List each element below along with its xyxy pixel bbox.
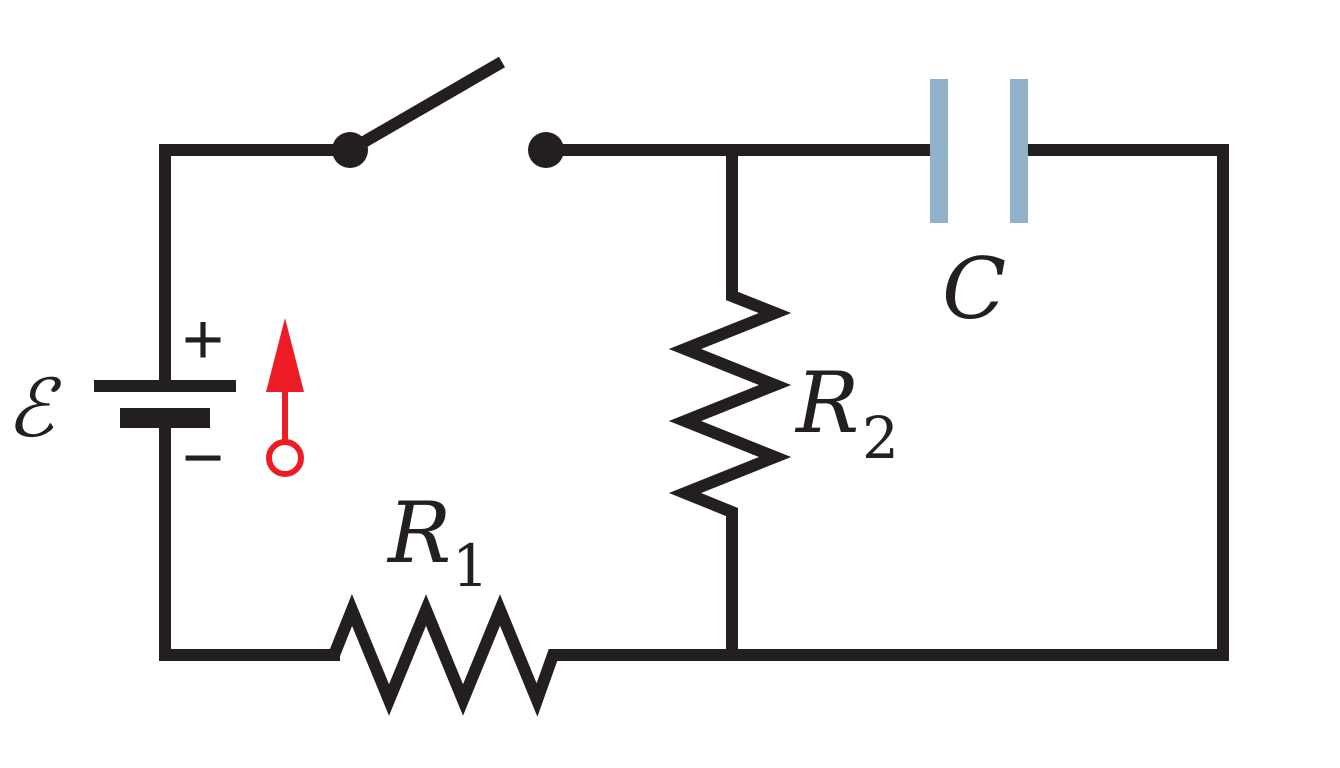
resistor-r1 xyxy=(328,594,732,717)
wire-left-top xyxy=(159,144,350,386)
resistor-r2-subscript: 2 xyxy=(862,404,899,472)
resistor-r2-letter: R xyxy=(794,354,859,452)
resistor-r2 xyxy=(668,150,792,655)
switch-lever[interactable] xyxy=(346,56,506,156)
capacitor-right-plate xyxy=(1010,79,1028,223)
battery-minus-sign: − xyxy=(182,418,224,498)
current-arrow-head xyxy=(266,318,304,392)
capacitor-left-plate xyxy=(930,79,948,223)
switch-left-terminal[interactable] xyxy=(332,132,368,168)
battery-plus-sign: + xyxy=(182,300,224,380)
emf-label: ℰ xyxy=(6,362,62,455)
resistor-r1-subscript: 1 xyxy=(452,532,489,600)
wire-top-right xyxy=(732,144,1229,661)
resistor-r1-letter: R xyxy=(386,484,451,582)
current-arrow-origin xyxy=(266,439,304,477)
capacitor-label: C xyxy=(942,240,1006,338)
wire-left-bottom xyxy=(159,418,340,661)
